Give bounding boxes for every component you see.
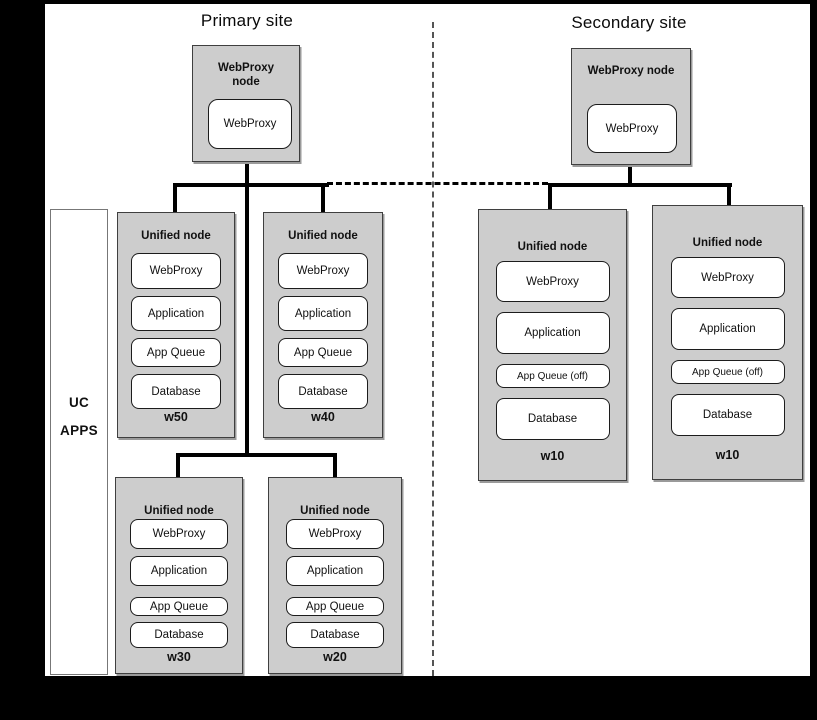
service-box-database: Database <box>130 622 228 648</box>
connector-secondary-branch <box>548 183 732 187</box>
unified-node-title: Unified node <box>141 230 211 242</box>
uc-apps-label-line2: APPS <box>60 423 98 438</box>
service-stack: WebProxy Application App Queue Database <box>116 519 242 648</box>
connector-drop-w30 <box>176 453 180 478</box>
service-box-application: Application <box>130 556 228 586</box>
webproxy-service-box: WebProxy <box>587 104 677 153</box>
primary-site-title: Primary site <box>200 11 294 30</box>
service-box-app-queue-off: App Queue (off) <box>670 360 785 384</box>
service-box-database: Database <box>670 394 785 436</box>
unified-node-w50: Unified node WebProxy Application App Qu… <box>117 212 235 438</box>
unified-node-title: Unified node <box>288 230 358 242</box>
unified-node-title: Unified node <box>300 505 370 517</box>
webproxy-node-title: WebProxy node <box>217 62 275 88</box>
connector-primary-top-branch <box>173 183 329 187</box>
service-box-application: Application <box>670 308 785 350</box>
connector-drop-w50 <box>173 183 177 213</box>
service-box-application: Application <box>286 556 384 586</box>
unified-node-w40: Unified node WebProxy Application App Qu… <box>263 212 383 438</box>
node-label: w10 <box>540 449 565 463</box>
connector-secondary-trunk <box>628 163 632 187</box>
connector-primary-trunk <box>245 148 249 457</box>
service-box-application: Application <box>278 296 368 331</box>
service-box-webproxy: WebProxy <box>286 519 384 549</box>
service-box-app-queue: App Queue <box>286 597 384 616</box>
service-box-webproxy: WebProxy <box>495 261 610 302</box>
secondary-site-title: Secondary site <box>571 13 687 32</box>
service-stack: WebProxy Application App Queue Database <box>264 253 382 409</box>
node-label: w40 <box>311 410 335 424</box>
service-stack: WebProxy Application App Queue Database <box>118 253 234 409</box>
unified-node-title: Unified node <box>692 237 763 249</box>
connector-drop-w20 <box>333 453 337 478</box>
service-box-app-queue: App Queue <box>131 338 221 367</box>
service-stack: WebProxy Application App Queue (off) Dat… <box>653 257 802 436</box>
unified-node-w30: Unified node WebProxy Application App Qu… <box>115 477 243 674</box>
service-stack: WebProxy Application App Queue Database <box>269 519 401 648</box>
service-box-app-queue: App Queue <box>278 338 368 367</box>
service-box-database: Database <box>286 622 384 648</box>
intersite-link-dashed-line <box>327 182 548 185</box>
service-box-webproxy: WebProxy <box>130 519 228 549</box>
connector-drop-w40 <box>321 183 325 213</box>
node-label: w10 <box>715 448 740 462</box>
service-stack: WebProxy Application App Queue (off) Dat… <box>479 261 626 440</box>
service-box-application: Application <box>131 296 221 331</box>
service-box-application: Application <box>495 312 610 354</box>
unified-node-title: Unified node <box>144 505 214 517</box>
webproxy-node-primary: WebProxy node WebProxy <box>192 45 300 162</box>
connector-drop-w10-left <box>548 183 552 210</box>
service-box-webproxy: WebProxy <box>131 253 221 289</box>
uc-apps-label-line1: UC <box>68 395 90 410</box>
service-box-database: Database <box>131 374 221 409</box>
node-label: w30 <box>167 650 191 664</box>
service-box-webproxy: WebProxy <box>278 253 368 289</box>
connector-primary-bottom-branch <box>176 453 337 457</box>
service-box-app-queue: App Queue <box>130 597 228 616</box>
webproxy-node-title: WebProxy node <box>587 65 675 77</box>
unified-node-title: Unified node <box>517 241 588 253</box>
unified-node-w10-left: Unified node WebProxy Application App Qu… <box>478 209 627 481</box>
uc-apps-bracket: UC APPS <box>50 209 108 675</box>
node-label: w50 <box>164 410 188 424</box>
connector-drop-w10-right <box>727 183 731 206</box>
webproxy-node-secondary: WebProxy node WebProxy <box>571 48 691 165</box>
node-label: w20 <box>323 650 347 664</box>
site-divider-dashed-line <box>432 22 434 676</box>
unified-node-w20: Unified node WebProxy Application App Qu… <box>268 477 402 674</box>
webproxy-service-box: WebProxy <box>208 99 292 149</box>
service-box-database: Database <box>278 374 368 409</box>
unified-node-w10-right: Unified node WebProxy Application App Qu… <box>652 205 803 480</box>
service-box-webproxy: WebProxy <box>670 257 785 298</box>
service-box-database: Database <box>495 398 610 440</box>
service-box-app-queue-off: App Queue (off) <box>495 364 610 388</box>
